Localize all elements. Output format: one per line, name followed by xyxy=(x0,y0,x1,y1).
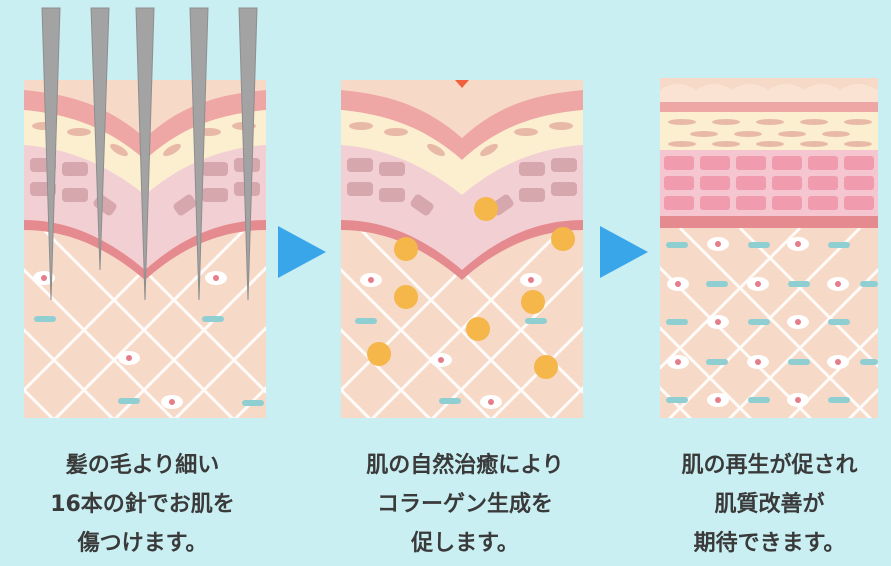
needle xyxy=(41,7,61,301)
step-3-caption: 肌の再生が促され 肌質改善が 期待できます。 xyxy=(681,453,858,556)
needle xyxy=(90,7,110,271)
collagen-dots xyxy=(367,197,575,379)
skin-panel-improved xyxy=(660,78,878,418)
dermis-cells xyxy=(33,271,227,409)
collagen-dot xyxy=(466,317,490,341)
collagen-dot xyxy=(551,227,575,251)
collagen-dot xyxy=(394,237,418,261)
collagen-dot xyxy=(534,355,558,379)
collagen-dot xyxy=(394,285,418,309)
skin-panel-healing xyxy=(341,80,583,418)
needle xyxy=(189,7,209,301)
collagen-dot xyxy=(474,197,498,221)
skin-cross-section-improved xyxy=(660,78,878,418)
needle xyxy=(135,7,155,301)
skin-cross-section-healing xyxy=(341,80,583,418)
needle xyxy=(238,7,258,301)
collagen-dot xyxy=(367,342,391,366)
next-step-arrow-icon xyxy=(600,226,648,278)
next-step-arrow-icon xyxy=(278,226,326,278)
step-1-caption: 髪の毛より細い 16本の針でお肌を 傷つけます。 xyxy=(50,453,235,556)
step-2-caption: 肌の自然治癒により コラーゲン生成を 促します。 xyxy=(366,453,564,556)
collagen-dot xyxy=(521,290,545,314)
